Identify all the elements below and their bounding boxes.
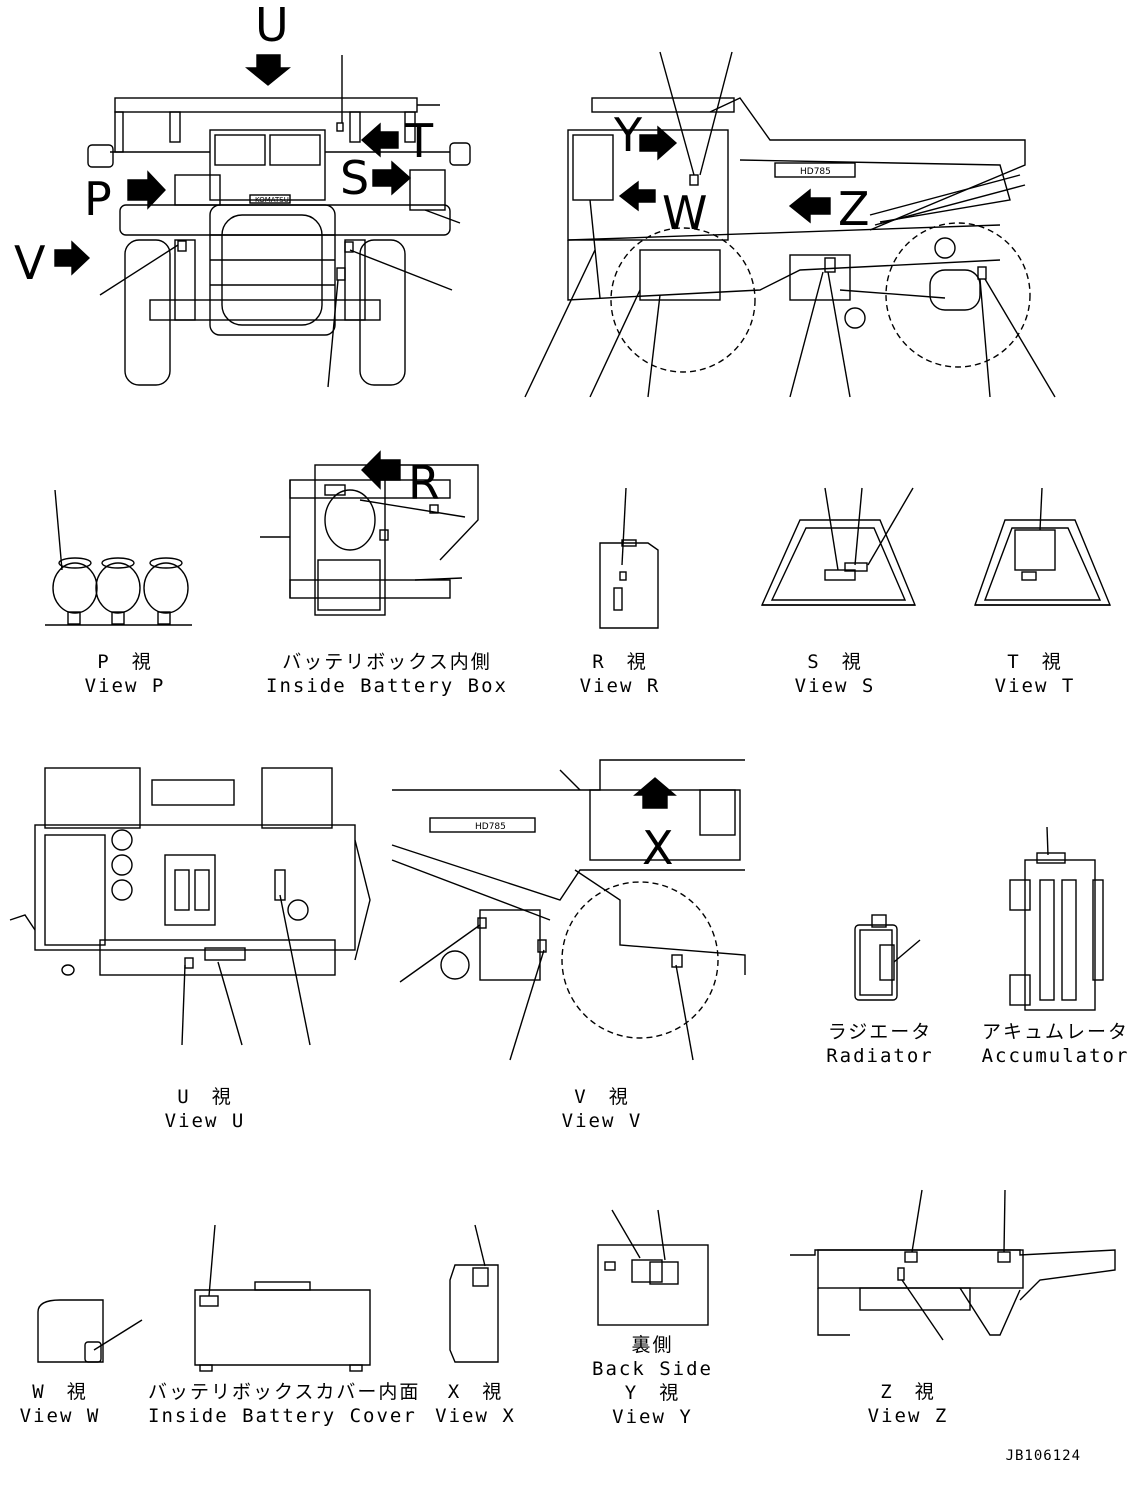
arrow-label-z: Z	[838, 182, 870, 236]
radiator-part	[854, 914, 921, 1001]
view-x-part	[449, 1224, 499, 1363]
view-v-side: HD785	[391, 759, 746, 1061]
label-view-v-jp: V 視	[574, 1086, 630, 1108]
label-radiator: ラジエータ Radiator	[815, 1020, 945, 1068]
label-view-w-jp: W 視	[32, 1381, 88, 1403]
label-view-r-jp: R 視	[592, 651, 648, 673]
label-view-z-en: View Z	[867, 1405, 949, 1427]
label-radiator-jp: ラジエータ	[827, 1021, 933, 1043]
label-view-r: R 視 View R	[560, 650, 680, 698]
view-s-cab	[760, 487, 917, 606]
view-y-part	[597, 1209, 709, 1326]
arrow-label-u: U	[255, 0, 289, 52]
label-view-r-en: View R	[579, 675, 661, 697]
label-accumulator-en: Accumulator	[981, 1045, 1130, 1067]
label-view-v-en: View V	[561, 1110, 643, 1132]
label-view-u-en: View U	[164, 1110, 246, 1132]
document-id: JB106124	[1005, 1448, 1081, 1464]
arrow-label-y: Y	[614, 108, 643, 162]
label-view-x-en: View X	[435, 1405, 516, 1427]
label-view-t: T 視 View T	[975, 650, 1095, 698]
label-battery-cover: バッテリボックスカバー内面 Inside Battery Cover	[148, 1380, 421, 1428]
label-radiator-en: Radiator	[826, 1045, 934, 1067]
label-view-t-jp: T 視	[1007, 651, 1063, 673]
accumulator-part	[1009, 826, 1104, 1011]
label-view-y-en: Back Side	[592, 1358, 713, 1380]
label-view-s-jp: S 視	[807, 651, 863, 673]
label-view-u-jp: U 視	[177, 1086, 233, 1108]
label-view-w-en: View W	[19, 1405, 101, 1427]
label-view-y-en2: View Y	[612, 1406, 693, 1428]
battery-box-inside	[260, 450, 479, 616]
label-view-u: U 視 View U	[145, 1085, 265, 1133]
label-view-w: W 視 View W	[5, 1380, 115, 1428]
label-view-y-jp2: Y 視	[624, 1382, 681, 1404]
view-p-lamps	[45, 489, 192, 626]
label-view-z-jp: Z 視	[880, 1381, 936, 1403]
label-battery-cover-jp: バッテリボックスカバー内面	[148, 1381, 421, 1403]
label-battery-inside: バッテリボックス内側 Inside Battery Box	[262, 650, 512, 698]
svg-text:HD785: HD785	[475, 822, 506, 832]
view-r-panel	[599, 487, 659, 629]
view-t-cab	[974, 487, 1112, 606]
side-view-truck: HD785	[524, 51, 1056, 398]
svg-text:HD785: HD785	[800, 167, 831, 177]
arrow-label-v: V	[14, 236, 46, 290]
arrow-label-t: T	[405, 114, 434, 168]
view-u-engine	[9, 767, 371, 1046]
view-z-part	[790, 1189, 1116, 1341]
label-view-t-en: View T	[994, 675, 1076, 697]
label-view-x-jp: X 視	[447, 1381, 504, 1403]
label-view-v: V 視 View V	[542, 1085, 662, 1133]
label-view-y: 裏側 Back Side Y 視 View Y	[585, 1333, 720, 1429]
label-view-p-en: View P	[84, 675, 166, 697]
arrow-label-w: W	[662, 186, 708, 240]
label-battery-inside-jp: バッテリボックス内側	[282, 651, 492, 673]
label-accumulator-jp: アキュムレータ	[981, 1021, 1129, 1043]
label-view-y-jp: 裏側	[631, 1334, 674, 1356]
battery-cover-part	[194, 1224, 371, 1372]
label-view-p-jp: P 視	[97, 651, 153, 673]
arrow-label-s: S	[340, 151, 370, 205]
arrow-label-p: P	[84, 172, 112, 226]
label-battery-inside-en: Inside Battery Box	[266, 675, 508, 697]
arrow-label-r: R	[408, 456, 440, 510]
label-view-p: P 視 View P	[60, 650, 190, 698]
arrow-label-x: X	[642, 821, 674, 875]
label-view-z: Z 視 View Z	[848, 1380, 968, 1428]
label-view-s-en: View S	[794, 675, 876, 697]
view-w-part	[37, 1299, 143, 1363]
label-view-s: S 視 View S	[775, 650, 895, 698]
label-battery-cover-en: Inside Battery Cover	[148, 1405, 417, 1427]
label-accumulator: アキュムレータ Accumulator	[978, 1020, 1133, 1068]
svg-text:KOMATSU: KOMATSU	[255, 196, 289, 204]
front-view-truck: KOMATSU	[54, 54, 471, 388]
label-view-x: X 視 View X	[418, 1380, 533, 1428]
